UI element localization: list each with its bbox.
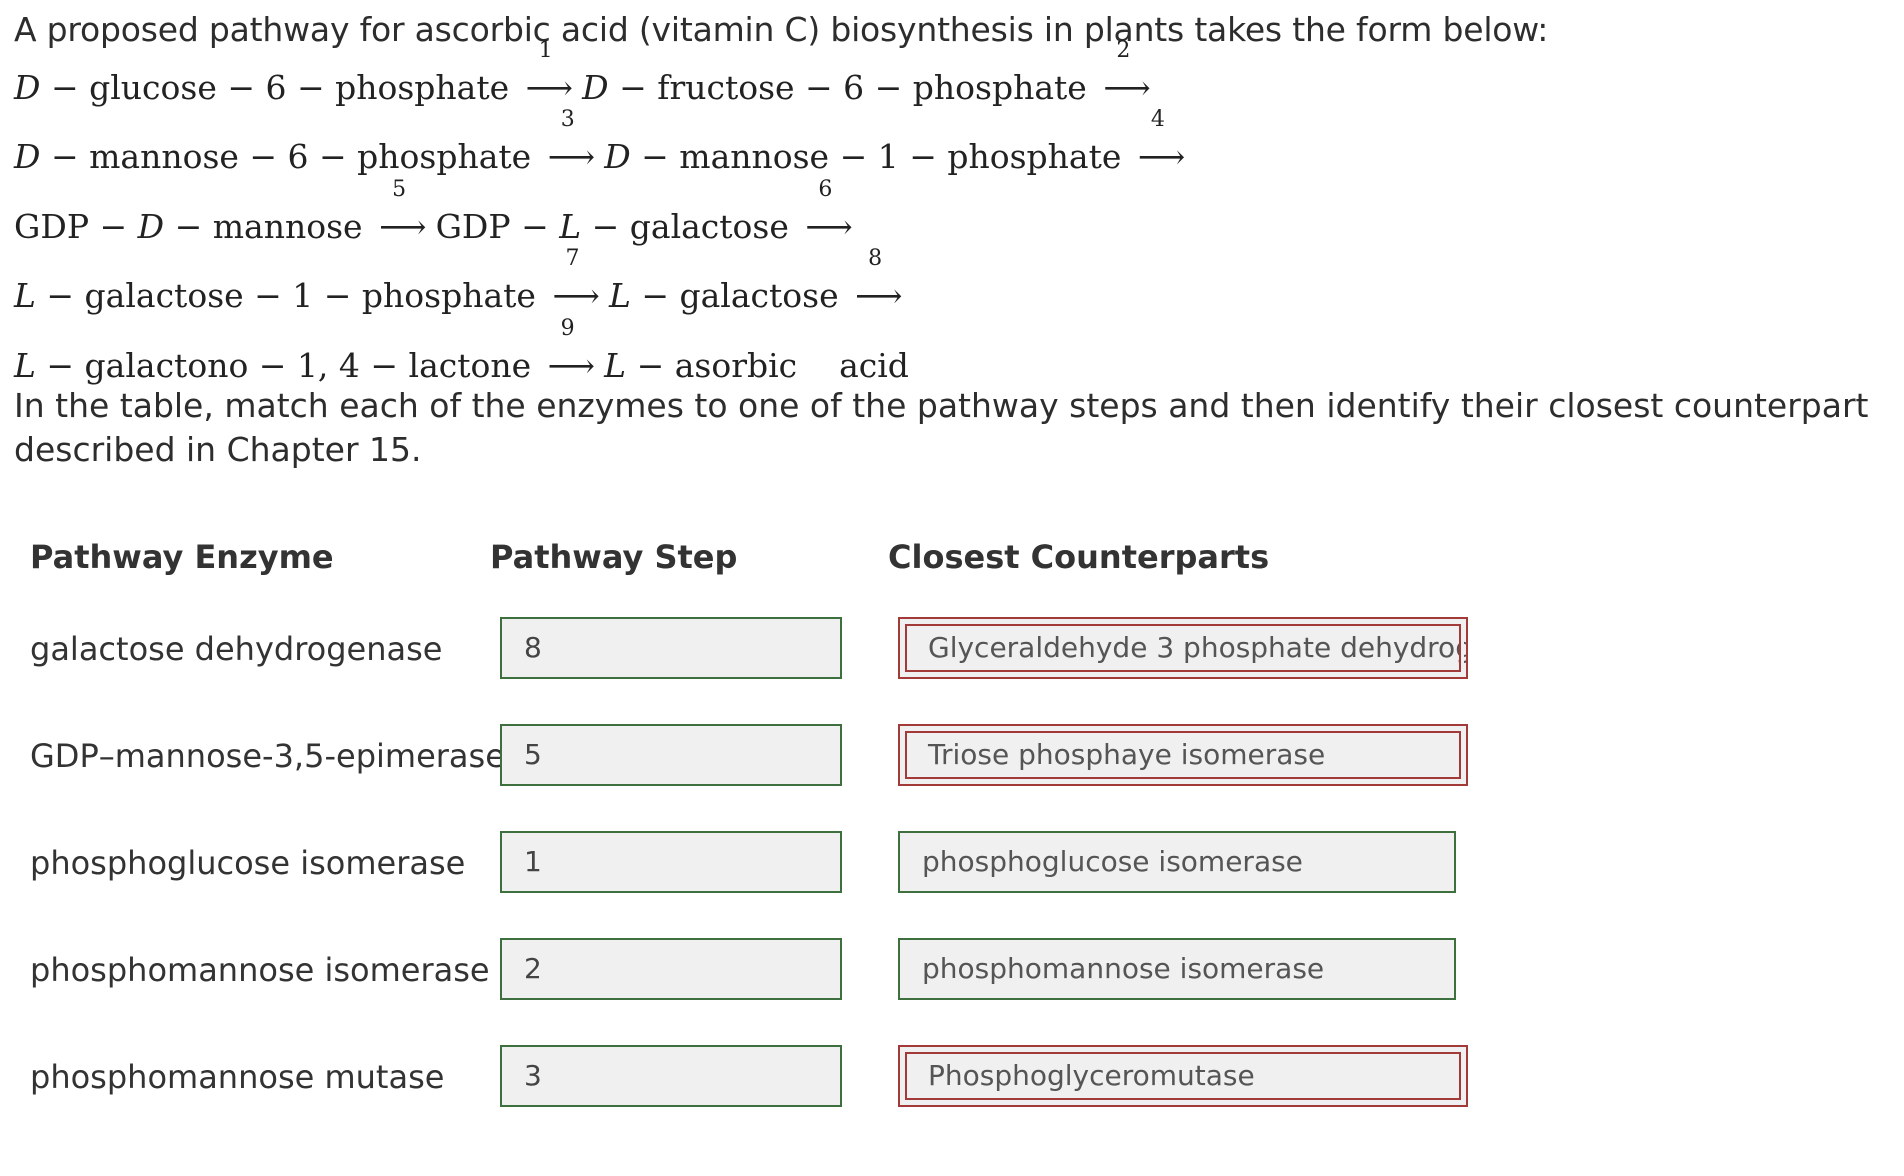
counterpart-input[interactable]: Phosphoglyceromutase [898,1045,1468,1107]
reaction-arrow: 2⟶ [1103,38,1151,107]
eq-var: D [14,68,41,107]
step-number: 1 [538,38,553,63]
enzyme-label: phosphoglucose isomerase [30,844,466,882]
eq-text: − mannose − 6 − phosphate [40,137,532,176]
pathway-line-1: D − glucose − 6 − phosphate 1⟶ D − fruct… [14,38,1151,107]
step-number: 2 [1116,38,1131,63]
step-input[interactable]: 1 [500,831,842,893]
step-number: 6 [818,177,833,202]
enzyme-label: phosphomannose mutase [30,1058,445,1096]
eq-text: − galactose − 1 − phosphate [35,276,536,315]
step-number: 9 [560,316,575,341]
header-closest-counterparts: Closest Counterparts [888,538,1270,576]
step-input[interactable]: 8 [500,617,842,679]
header-pathway-step: Pathway Step [490,538,738,576]
header-pathway-enzyme: Pathway Enzyme [30,538,334,576]
reaction-arrow: 7⟶ [552,246,600,315]
reaction-arrow: 9⟶ [547,316,595,385]
pathway-line-3: GDP − D − mannose 5⟶ GDP − L − galactose… [14,177,853,246]
eq-var: L [604,346,627,385]
question-text: In the table, match each of the enzymes … [14,386,1869,469]
eq-var: L [14,276,36,315]
eq-text: GDP − [435,207,560,246]
eq-text: − glucose − 6 − phosphate [40,68,510,107]
reaction-arrow: 4⟶ [1137,107,1186,176]
step-number: 4 [1150,107,1165,132]
reaction-arrow: 6⟶ [805,177,853,246]
step-input[interactable]: 2 [500,938,842,1000]
counterpart-input[interactable]: phosphomannose isomerase [898,938,1456,1000]
eq-var: D [582,68,609,107]
eq-var: D [604,137,631,176]
pathway-line-4: L − galactose − 1 − phosphate 7⟶ L − gal… [14,246,903,315]
eq-var: D [137,207,165,246]
eq-text: − galactose [630,276,839,315]
pathway-line-2: D − mannose − 6 − phosphate 3⟶ D − manno… [14,107,1186,176]
step-number: 7 [565,246,580,271]
eq-var: L [14,346,36,385]
eq-text: − fructose − 6 − phosphate [608,68,1087,107]
pathway-line-5: L − galactono − 1, 4 − lactone 9⟶ L − as… [14,316,909,385]
eq-var: L [559,207,582,246]
counterpart-input[interactable]: Glyceraldehyde 3 phosphate dehydrog [898,617,1468,679]
eq-text: − mannose − 1 − phosphate [630,137,1122,176]
step-input[interactable]: 5 [500,724,842,786]
intro-text: A proposed pathway for ascorbic acid (vi… [14,10,1549,49]
step-number: 5 [392,177,407,202]
eq-var: L [608,276,631,315]
enzyme-label: galactose dehydrogenase [30,630,443,668]
step-number: 8 [868,246,883,271]
eq-text: − asorbic acid [626,346,909,385]
counterpart-input[interactable]: Triose phosphaye isomerase [898,724,1468,786]
eq-text: − mannose [164,207,363,246]
step-input[interactable]: 3 [500,1045,842,1107]
enzyme-label: GDP–mannose-3,5-epimerase [30,737,505,775]
reaction-arrow: 5⟶ [379,177,427,246]
step-number: 3 [560,107,575,132]
eq-text: − galactose [581,207,789,246]
eq-text: GDP − [14,207,138,246]
eq-text: − galactono − 1, 4 − lactone [35,346,532,385]
reaction-arrow: 8⟶ [855,246,903,315]
reaction-arrow: 1⟶ [525,38,573,107]
enzyme-label: phosphomannose isomerase [30,951,490,989]
reaction-arrow: 3⟶ [547,107,595,176]
counterpart-input[interactable]: phosphoglucose isomerase [898,831,1456,893]
eq-var: D [14,137,41,176]
